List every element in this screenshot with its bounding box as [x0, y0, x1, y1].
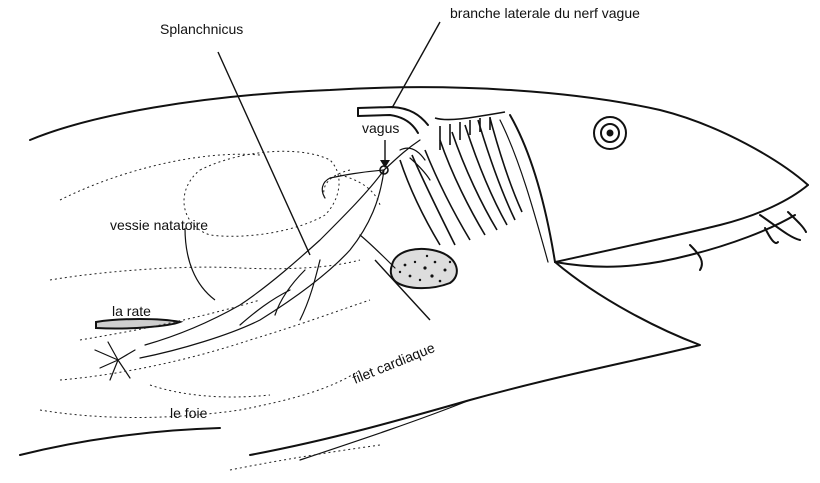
barbel-long	[690, 228, 778, 270]
lateral-line	[20, 428, 220, 455]
vagus-branch-a	[322, 170, 384, 198]
label-vessie: vessie natatoire	[110, 217, 208, 233]
body-outline-ventral	[250, 262, 700, 455]
eye-pupil	[607, 130, 614, 137]
spleen	[96, 319, 180, 329]
gut-outline	[80, 300, 270, 397]
pelvic-edge	[230, 445, 380, 470]
splanchnic-branches	[240, 260, 320, 325]
label-foie: le foie	[170, 405, 208, 421]
label-splanchnicus: Splanchnicus	[160, 21, 243, 37]
liver-outline	[40, 300, 370, 418]
label-rate: la rate	[112, 303, 151, 319]
leader-vessie	[185, 228, 215, 300]
label-branche: branche laterale du nerf vague	[450, 5, 640, 21]
jaw-line	[555, 215, 795, 267]
nerve-plexus	[95, 342, 135, 380]
label-vagus: vagus	[362, 120, 399, 136]
snout-lower	[555, 185, 808, 262]
barbel-upper	[760, 212, 806, 240]
kidney-outline	[324, 170, 380, 205]
vagus-trunk-2	[140, 170, 384, 358]
leader-branche	[392, 22, 440, 108]
operculum-edge	[510, 115, 555, 262]
label-filet: filet cardiaque	[350, 339, 437, 387]
leader-splanchnicus	[218, 52, 310, 255]
ventral-fold	[300, 400, 470, 460]
